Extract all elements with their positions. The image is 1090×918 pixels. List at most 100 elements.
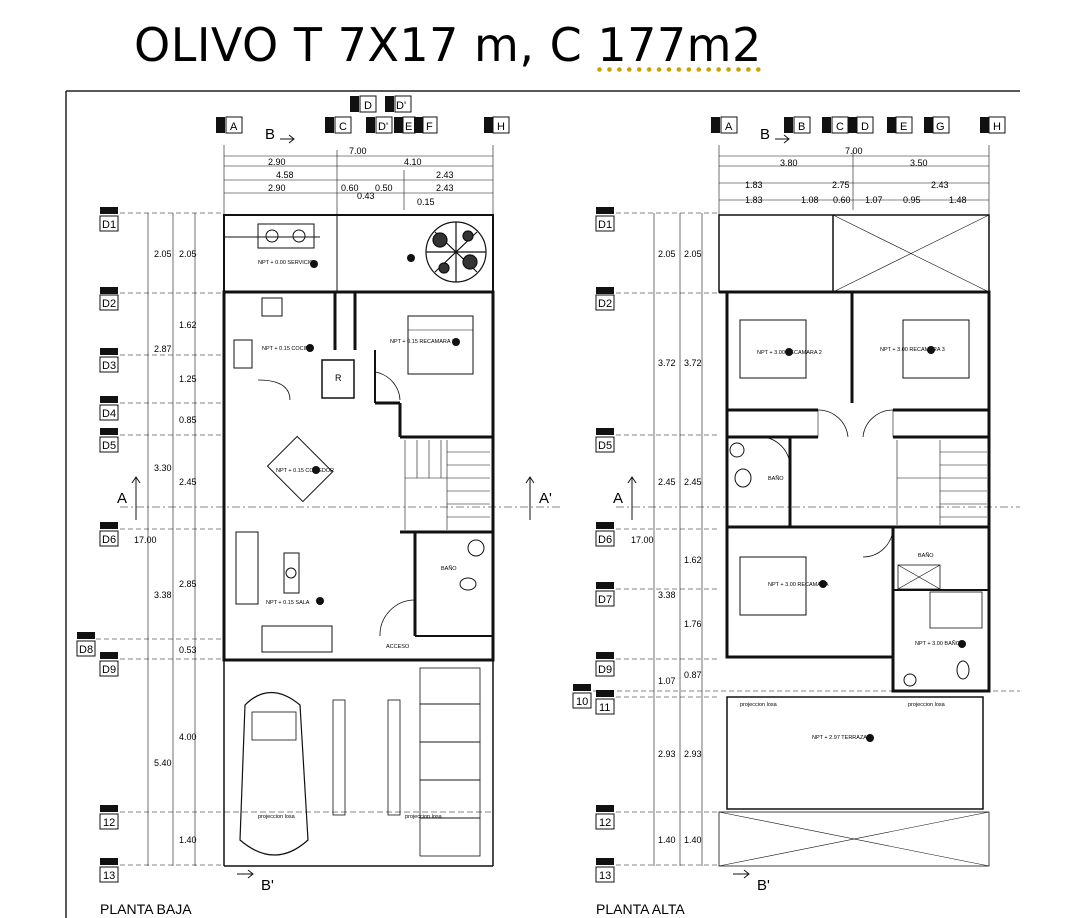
grid-tag: D2: [595, 287, 615, 311]
section-mark-b: B: [265, 126, 275, 143]
room-labels-ground: NPT + 0.00 SERVICIO NPT + 0.15 RECAMARA …: [258, 260, 457, 820]
svg-text:1.48: 1.48: [949, 195, 967, 205]
svg-text:D2: D2: [102, 298, 116, 310]
svg-text:0.50: 0.50: [375, 183, 393, 193]
section-mark-a: A: [117, 490, 127, 507]
svg-text:5.40: 5.40: [154, 758, 172, 768]
svg-text:1.83: 1.83: [745, 180, 763, 190]
svg-text:1.62: 1.62: [684, 555, 702, 565]
grid-tag: G: [924, 116, 950, 134]
svg-text:2.85: 2.85: [179, 579, 197, 589]
svg-text:D7: D7: [598, 594, 612, 606]
svg-text:1.40: 1.40: [658, 835, 676, 845]
svg-text:E: E: [405, 121, 412, 133]
grid-tag: 11: [595, 690, 615, 715]
plan-upper-floor: A B C D E G H B 7.00 3.80 3.50 1.83 2.75…: [572, 116, 1020, 917]
svg-text:D5: D5: [102, 440, 116, 452]
plan-caption: PLANTA ALTA: [596, 901, 685, 917]
svg-text:NPT + 3.00 BAÑO: NPT + 3.00 BAÑO: [915, 640, 961, 647]
svg-text:NPT + 0.15 COMEDOR: NPT + 0.15 COMEDOR: [276, 468, 334, 474]
section-mark-b-prime: B': [261, 877, 274, 894]
svg-text:2.45: 2.45: [684, 477, 702, 487]
svg-text:3.38: 3.38: [154, 590, 172, 600]
svg-text:F: F: [426, 121, 433, 133]
svg-text:10: 10: [576, 696, 588, 708]
dims-left-labels: 2.05 3.72 2.45 1.62 1.76 0.87 2.93 1.40 …: [631, 249, 702, 845]
svg-text:1.07: 1.07: [865, 195, 883, 205]
svg-text:E: E: [900, 121, 907, 133]
svg-text:NPT + 0.15 SALA: NPT + 0.15 SALA: [266, 600, 310, 606]
tree-icon: [425, 221, 487, 283]
grid-tag: E: [394, 116, 416, 134]
svg-text:12: 12: [599, 817, 611, 829]
svg-text:D: D: [364, 100, 372, 112]
svg-text:2.05: 2.05: [154, 249, 172, 259]
section-mark-a: A: [613, 490, 623, 507]
page-title: OLIVO T 7X17 m, C 177m2: [134, 18, 762, 72]
svg-text:2.87: 2.87: [154, 344, 172, 354]
title-main: OLIVO T 7X17 m, C: [134, 18, 583, 72]
grid-tag: D5: [99, 428, 119, 453]
svg-text:projeccion losa: projeccion losa: [258, 814, 296, 820]
grid-tag: C: [822, 116, 849, 134]
svg-text:D3: D3: [102, 360, 116, 372]
svg-text:projeccion losa: projeccion losa: [740, 702, 778, 708]
grid-tag: H: [484, 116, 510, 134]
svg-text:3.72: 3.72: [684, 358, 702, 368]
svg-text:D: D: [861, 121, 869, 133]
svg-text:NPT + 0.15 RECAMARA 1: NPT + 0.15 RECAMARA 1: [390, 339, 455, 345]
grid-left-tags: D1 D2 D5 D6 D7 D9 10 11 12 13: [572, 207, 615, 883]
svg-text:NPT + 0.15 COCINA: NPT + 0.15 COCINA: [262, 346, 313, 352]
svg-text:3.80: 3.80: [780, 158, 798, 168]
dims-top: [223, 145, 494, 215]
svg-text:7.00: 7.00: [349, 146, 367, 156]
dims-left: [96, 212, 224, 866]
svg-text:D1: D1: [598, 219, 612, 231]
walls-ground: [222, 214, 495, 867]
svg-text:BAÑO: BAÑO: [768, 475, 784, 482]
section-arrow: [280, 134, 295, 144]
svg-text:BAÑO: BAÑO: [441, 565, 457, 572]
grid-tag: C: [325, 116, 352, 134]
svg-text:0.60: 0.60: [833, 195, 851, 205]
dims-left: [593, 212, 1020, 866]
grid-tag: D4: [99, 396, 119, 421]
grid-tag: 12: [595, 805, 615, 830]
svg-text:0.95: 0.95: [903, 195, 921, 205]
svg-text:D': D': [378, 121, 388, 133]
grid-tag: D9: [595, 652, 615, 677]
svg-text:1.40: 1.40: [684, 835, 702, 845]
svg-text:D6: D6: [598, 534, 612, 546]
grid-tag: D5: [595, 428, 615, 453]
svg-text:3.30: 3.30: [154, 463, 172, 473]
svg-text:2.05: 2.05: [658, 249, 676, 259]
svg-text:D': D': [396, 100, 406, 112]
grid-top-tags: A B C D E G H: [711, 116, 1006, 134]
grid-tag: D: [350, 95, 377, 113]
svg-text:7.00: 7.00: [845, 146, 863, 156]
grid-tag: B: [784, 116, 811, 134]
svg-text:3.72: 3.72: [658, 358, 676, 368]
grid-tag: F: [414, 116, 438, 134]
grid-tag: A: [711, 116, 738, 134]
svg-text:B: B: [798, 121, 805, 133]
plan-caption: PLANTA BAJA: [100, 901, 192, 917]
grid-tag: D6: [99, 522, 119, 547]
svg-text:D5: D5: [598, 440, 612, 452]
svg-text:A: A: [725, 121, 733, 133]
svg-text:11: 11: [599, 702, 610, 714]
svg-text:A: A: [230, 121, 238, 133]
grid-tag: E: [887, 116, 913, 134]
grid-top-tags: A C D' E F H D D': [216, 95, 510, 134]
svg-text:3.38: 3.38: [658, 590, 676, 600]
svg-text:G: G: [936, 121, 945, 133]
svg-text:2.75: 2.75: [832, 180, 850, 190]
svg-text:H: H: [497, 121, 505, 133]
grid-tag: D3: [99, 348, 119, 373]
grid-tag: D1: [595, 207, 615, 232]
svg-text:D4: D4: [102, 408, 116, 420]
svg-text:0.60: 0.60: [341, 183, 359, 193]
svg-text:C: C: [339, 121, 347, 133]
grid-tag: D': [385, 95, 412, 113]
